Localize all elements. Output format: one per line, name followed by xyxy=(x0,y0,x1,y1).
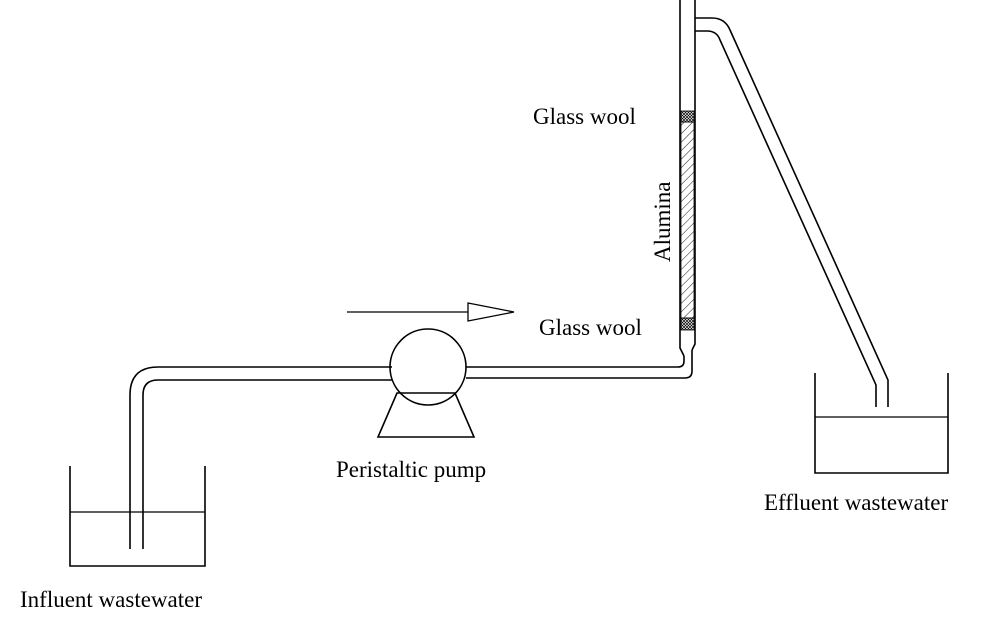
pump-label: Peristaltic pump xyxy=(336,457,486,482)
peristaltic-pump xyxy=(376,328,476,438)
column-packing xyxy=(680,110,695,331)
effluent-tube xyxy=(695,17,889,407)
alumina-label: Alumina xyxy=(650,182,675,263)
influent-beaker xyxy=(69,466,206,567)
inlet-tube xyxy=(129,366,392,549)
glass-wool-top-label: Glass wool xyxy=(533,104,636,129)
glass-wool-bottom-plug xyxy=(680,317,695,331)
glass-wool-bottom-label: Glass wool xyxy=(539,315,642,340)
effluent-beaker xyxy=(814,373,949,474)
flow-direction-arrow xyxy=(347,302,515,322)
pump-base xyxy=(376,392,476,438)
pump-outlet-tube xyxy=(466,0,696,379)
glass-wool-top-plug xyxy=(680,110,695,123)
influent-label: Influent wastewater xyxy=(20,587,202,612)
effluent-label: Effluent wastewater xyxy=(764,490,948,515)
alumina-bed xyxy=(680,121,695,319)
